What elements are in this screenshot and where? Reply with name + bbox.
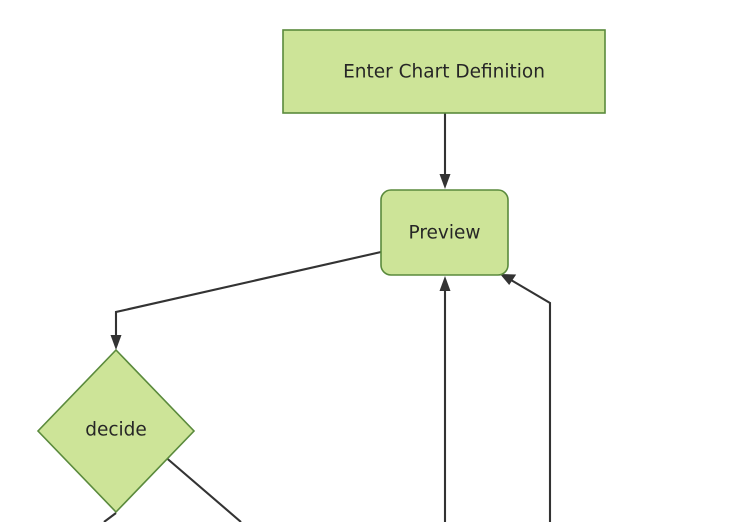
node-label: Preview	[408, 223, 480, 244]
edge-bottom-right-to-preview	[500, 274, 552, 522]
edge-line	[162, 454, 242, 522]
node-enter-chart-definition[interactable]: Enter Chart Definition	[282, 29, 606, 114]
edge-preview-to-decide	[110, 250, 382, 350]
edge-decide-bottom-out	[103, 512, 117, 522]
edge-line	[114, 250, 382, 339]
edge-bottom-center-to-preview	[439, 276, 451, 522]
edge-line	[510, 279, 552, 522]
arrowhead-icon	[500, 274, 517, 285]
arrowhead-icon	[439, 174, 451, 189]
arrowhead-icon	[439, 276, 451, 291]
edge-decide-right-out	[162, 454, 242, 522]
node-diamond[interactable]	[36, 348, 196, 514]
node-preview[interactable]: Preview	[380, 189, 509, 276]
node-label: Enter Chart Definition	[343, 62, 545, 83]
arrowhead-icon	[110, 335, 122, 350]
edge-line	[103, 512, 117, 522]
node-decide[interactable]: decide	[36, 348, 196, 514]
edge-enter-to-preview	[439, 113, 451, 189]
node-rect[interactable]	[380, 189, 509, 276]
node-rect[interactable]	[282, 29, 606, 114]
node-label: decide	[85, 420, 147, 441]
